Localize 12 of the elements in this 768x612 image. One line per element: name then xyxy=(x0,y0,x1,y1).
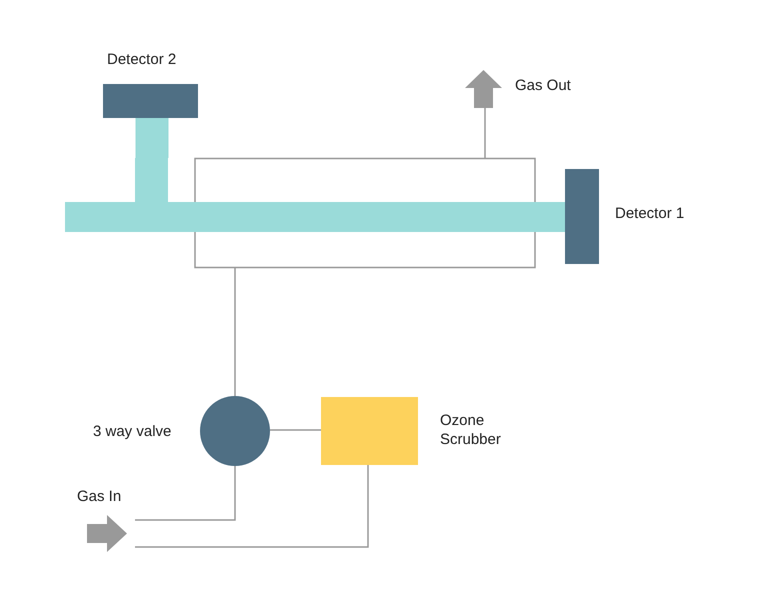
connector-stem xyxy=(136,118,168,158)
detector-label: Detector 1 xyxy=(615,204,684,223)
valve-label: 3 way valve xyxy=(93,422,172,441)
outlet-label: Gas Out xyxy=(515,76,571,95)
gas-line xyxy=(270,429,321,431)
gas-line xyxy=(135,466,236,521)
gas-line xyxy=(484,108,486,158)
gas-line xyxy=(234,268,236,396)
detector-label: Detector 2 xyxy=(107,50,176,69)
inlet-label: Gas In xyxy=(77,487,122,506)
scrubber-label: Ozone Scrubber xyxy=(440,411,502,449)
gas-line xyxy=(135,465,369,548)
